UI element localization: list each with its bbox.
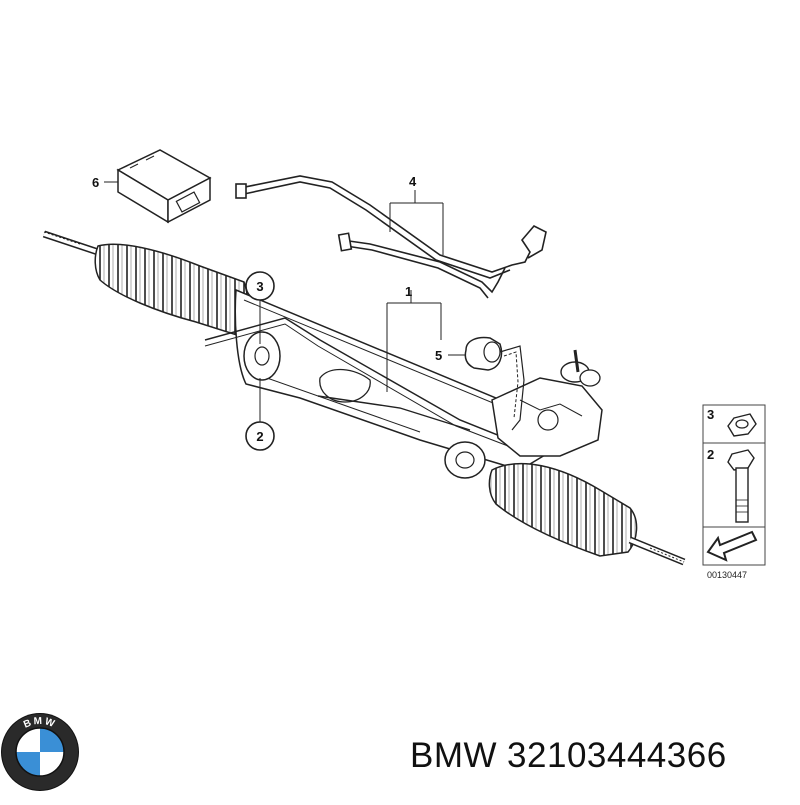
legend-row-2-label: 2 bbox=[707, 447, 714, 462]
callout-label-4: 4 bbox=[409, 174, 417, 189]
right-bellows-boot bbox=[488, 462, 638, 557]
sensor-part bbox=[464, 336, 525, 431]
callout-label-1: 1 bbox=[405, 284, 412, 299]
part-number: 32103444366 bbox=[507, 736, 727, 775]
hydraulic-lines-part bbox=[235, 175, 547, 299]
logo-letters: BMW bbox=[22, 716, 56, 731]
callout-circle-2: 2 bbox=[245, 421, 275, 451]
orientation-arrow-icon bbox=[706, 530, 758, 562]
svg-text:BMW: BMW bbox=[22, 716, 58, 731]
callout-label-5: 5 bbox=[435, 348, 442, 363]
callout-circle-3: 3 bbox=[245, 271, 275, 301]
bmw-roundel-logo: BMW bbox=[1, 713, 79, 791]
left-bellows-boot bbox=[94, 243, 249, 337]
callout-label-2: 2 bbox=[256, 429, 263, 444]
control-module-part bbox=[116, 149, 212, 224]
callout-label-6: 6 bbox=[92, 175, 99, 190]
callout-label-3: 3 bbox=[256, 279, 263, 294]
nut-icon bbox=[727, 413, 757, 437]
legend-row-3-label: 3 bbox=[707, 407, 714, 422]
diagram-reference-number: 00130447 bbox=[707, 570, 747, 580]
leader-bracket-4 bbox=[389, 190, 444, 255]
steering-gear-part bbox=[42, 230, 686, 566]
brand-name: BMW bbox=[410, 736, 498, 775]
valve-body bbox=[491, 349, 603, 457]
left-tie-rod bbox=[42, 230, 100, 256]
leader-bracket-1 bbox=[386, 290, 442, 392]
fastener-legend: 3 2 bbox=[702, 404, 766, 566]
right-tie-rod bbox=[628, 536, 686, 566]
bolt-icon bbox=[727, 449, 755, 523]
